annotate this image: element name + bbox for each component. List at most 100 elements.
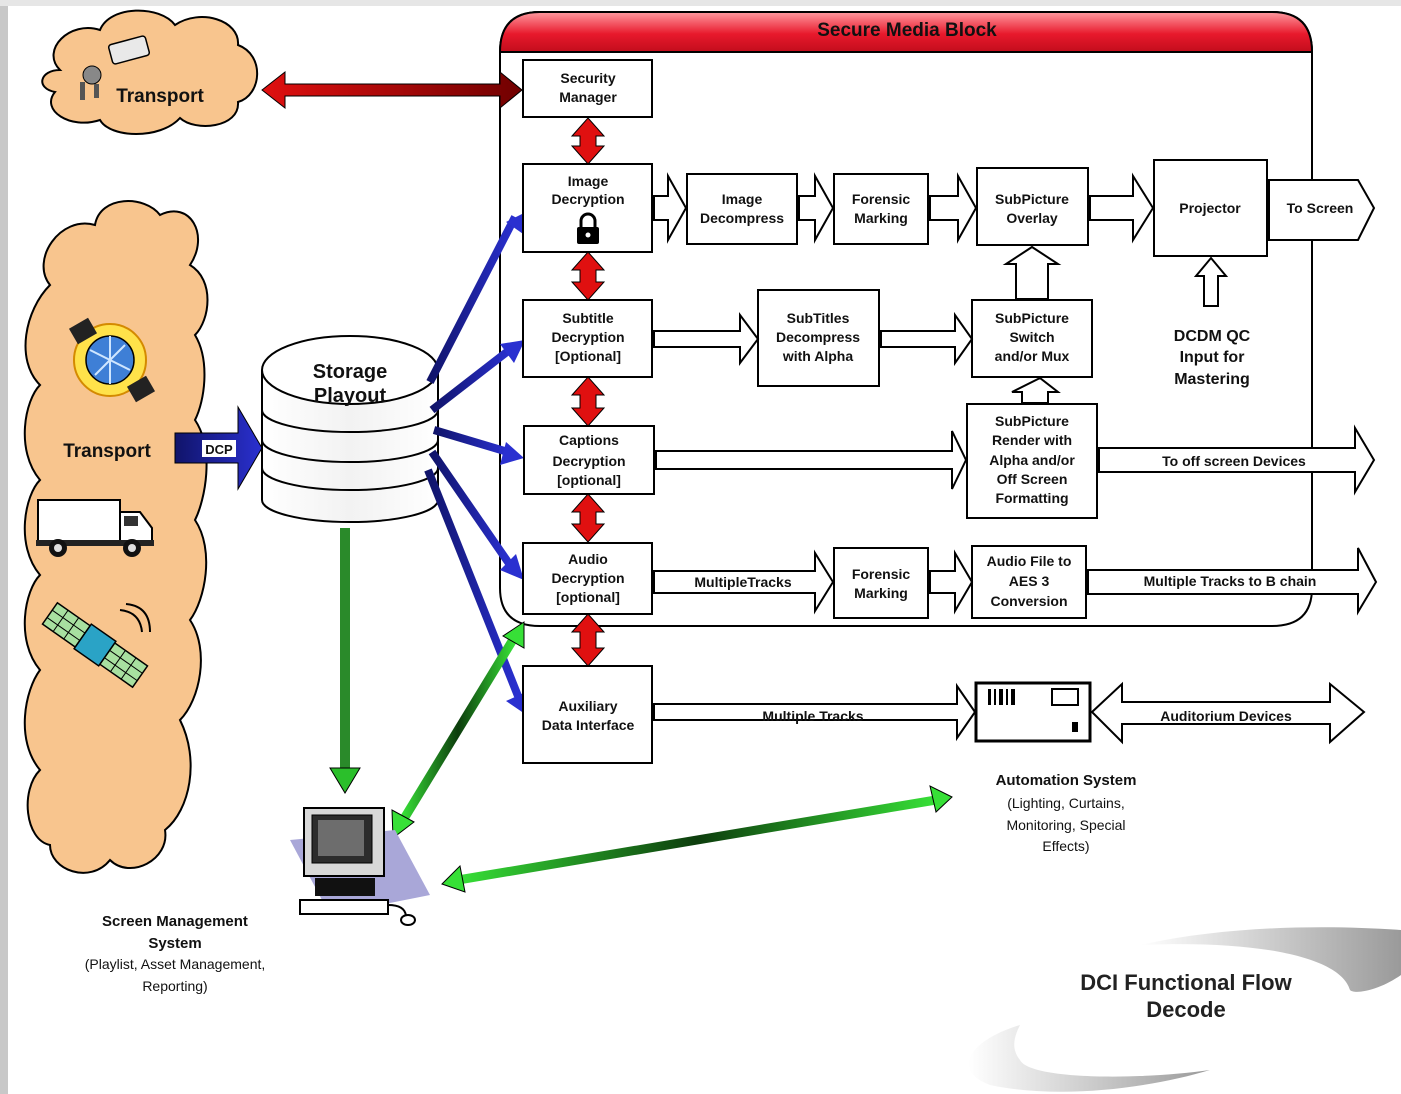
subtitles-decompress-box: SubTitles Decompress with Alpha (757, 289, 880, 387)
key-icon (80, 35, 151, 100)
left-margin-strip (0, 0, 8, 1094)
storage-label-line2: Playout (314, 385, 387, 407)
image-decompress-line1: Image (722, 191, 763, 207)
storage-playout-disks: Storage Playout (261, 335, 439, 523)
forensic-marking-2-line2: Marking (854, 585, 908, 601)
to-off-screen-label: To off screen Devices (1162, 453, 1306, 469)
subpicture-switch-line1: SubPicture (995, 310, 1069, 326)
image-decryption-line1: Image (568, 173, 609, 189)
image-decompress-line2: Decompress (700, 210, 784, 226)
auxiliary-line1: Auxiliary (558, 698, 617, 714)
multiple-tracks-audio-label: MultipleTracks (694, 574, 791, 590)
audio-aes-line2: AES 3 (1009, 573, 1050, 589)
secure-block-title: Secure Media Block (817, 20, 997, 41)
image-decompress-box: Image Decompress (686, 173, 798, 245)
transport-left-label: Transport (63, 441, 151, 462)
dcdm-qc-label: DCDM QC Input for Mastering (1174, 328, 1251, 388)
footer-line2: Decode (1146, 997, 1225, 1022)
lock-icon (577, 212, 599, 244)
subpicture-render-line3: Alpha and/or (989, 452, 1075, 468)
image-decryption-line2: Decryption (551, 191, 624, 207)
auditorium-devices-label: Auditorium Devices (1160, 708, 1292, 724)
subpicture-render-line5: Formatting (995, 490, 1068, 506)
security-manager-line1: Security (560, 70, 615, 86)
subtitle-decryption-box: Subtitle Decryption [Optional] (522, 299, 653, 378)
subtitle-decryption-line3: [Optional] (555, 348, 621, 364)
audio-aes-line1: Audio File to (987, 553, 1072, 569)
dcdm-line3: Mastering (1174, 371, 1250, 388)
projector-box: Projector (1153, 159, 1268, 257)
transport-security-arrow (261, 70, 523, 110)
footer-line1: DCI Functional Flow (1080, 970, 1292, 995)
auxiliary-interface-box: Auxiliary Data Interface (522, 665, 653, 764)
subtitle-decryption-line1: Subtitle (562, 310, 614, 326)
hollow-flow-arrows (653, 172, 1378, 745)
projector-label: Projector (1179, 200, 1241, 216)
subtitles-decompress-line3: with Alpha (782, 348, 853, 364)
multiple-tracks-b-chain-label: Multiple Tracks to B chain (1144, 573, 1317, 589)
transport-cloud-left: Transport (23, 200, 209, 874)
top-margin-strip (0, 0, 1401, 6)
automation-system-text: Automation System (Lighting, Curtains, M… (996, 772, 1137, 854)
forensic-marking-1-line1: Forensic (852, 191, 911, 207)
truck-icon (36, 499, 154, 557)
security-manager-box: Security Manager (522, 59, 653, 118)
dcdm-line1: DCDM QC (1174, 328, 1251, 345)
sms-line2: Reporting) (142, 978, 207, 994)
automation-line3: Effects) (1042, 838, 1089, 854)
forensic-marking-image-box: Forensic Marking (833, 173, 929, 245)
subpicture-switch-line3: and/or Mux (995, 348, 1070, 364)
forensic-marking-2-line1: Forensic (852, 566, 911, 582)
captions-decryption-line2: Decryption (552, 453, 625, 469)
captions-decryption-box: Captions Decryption [optional] (523, 425, 655, 495)
subpicture-switch-box: SubPicture Switch and/or Mux (971, 299, 1093, 378)
dcp-label: DCP (205, 442, 233, 457)
transport-cloud-top: Transport (41, 9, 259, 135)
forensic-marking-audio-box: Forensic Marking (833, 547, 929, 619)
satellite-dish-globe-icon (68, 317, 156, 403)
decorative-swooshes (968, 927, 1401, 1092)
satellite-icon (41, 601, 151, 689)
automation-title: Automation System (996, 772, 1137, 789)
sms-title-line1: Screen Management (102, 913, 248, 930)
security-manager-line2: Manager (559, 89, 617, 105)
subpicture-render-line4: Off Screen (997, 471, 1068, 487)
computer-icon (290, 807, 430, 926)
dcp-arrow: DCP (174, 405, 263, 491)
subpicture-overlay-line2: Overlay (1006, 210, 1058, 226)
auxiliary-line2: Data Interface (542, 717, 635, 733)
automation-line1: (Lighting, Curtains, (1007, 795, 1125, 811)
red-vertical-arrows (570, 117, 606, 667)
forensic-marking-1-line2: Marking (854, 210, 908, 226)
diagram-title: DCI Functional Flow Decode (1080, 970, 1292, 1022)
automation-system-device (974, 681, 1092, 743)
automation-line2: Monitoring, Special (1006, 817, 1125, 833)
captions-decryption-line3: [optional] (557, 472, 621, 488)
screen-management-text: Screen Management System (Playlist, Asse… (85, 913, 266, 994)
multiple-tracks-aux-label: Multiple Tracks (762, 708, 863, 724)
subtitles-decompress-line1: SubTitles (787, 310, 850, 326)
transport-top-label: Transport (116, 86, 204, 107)
subpicture-switch-line2: Switch (1009, 329, 1054, 345)
subpicture-overlay-line1: SubPicture (995, 191, 1069, 207)
dcdm-line2: Input for (1180, 349, 1245, 366)
subpicture-render-line1: SubPicture (995, 413, 1069, 429)
green-arrows (329, 528, 953, 893)
subtitles-decompress-line2: Decompress (776, 329, 860, 345)
subtitle-decryption-line2: Decryption (551, 329, 624, 345)
audio-aes-box: Audio File to AES 3 Conversion (971, 545, 1087, 619)
sms-line1: (Playlist, Asset Management, (85, 956, 266, 972)
sms-title-line2: System (148, 935, 201, 952)
subpicture-render-line2: Render with (992, 432, 1072, 448)
audio-decryption-line1: Audio (568, 551, 608, 567)
audio-decryption-box: Audio Decryption [optional] (522, 542, 653, 615)
audio-aes-line3: Conversion (990, 593, 1067, 609)
storage-label-line1: Storage (313, 361, 387, 383)
captions-decryption-line1: Captions (559, 432, 619, 448)
audio-decryption-line3: [optional] (556, 589, 620, 605)
to-screen-label: To Screen (1287, 200, 1354, 216)
subpicture-overlay-box: SubPicture Overlay (976, 167, 1089, 246)
subpicture-render-box: SubPicture Render with Alpha and/or Off … (966, 403, 1098, 519)
audio-decryption-line2: Decryption (551, 570, 624, 586)
